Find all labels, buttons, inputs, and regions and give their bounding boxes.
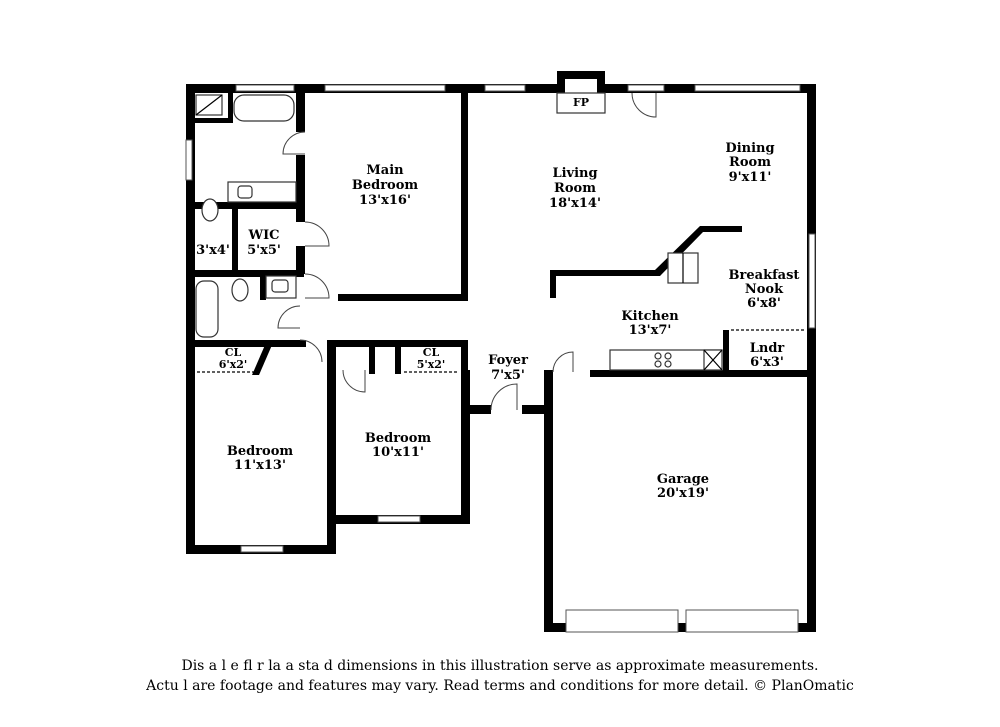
closet-left-dims: 6'x2' (219, 358, 248, 371)
dining-room-dims: 9'x11' (729, 170, 772, 185)
disclaimer-line-1: Dis a l e fl r la a sta d dimensions in … (181, 658, 819, 674)
fireplace-label: FP (573, 96, 589, 109)
living-room-dims: 18'x14' (549, 196, 601, 211)
interior-walls (186, 84, 816, 377)
wic-dims: 5'x5' (247, 243, 281, 258)
closet-left-name: CL (225, 346, 242, 359)
closet-mid-name: CL (423, 346, 440, 359)
room-labels: Main Bedroom 13'x16' Living Room 18'x14'… (196, 96, 799, 501)
bathtub-hall (195, 280, 219, 338)
dining-room-name-1: Dining (725, 141, 774, 156)
bedroom-3-name: Bedroom (365, 431, 432, 446)
garage-dims: 20'x19' (657, 486, 709, 501)
garage-name: Garage (657, 472, 709, 487)
dining-room-name-2: Room (729, 155, 771, 170)
kitchen-name: Kitchen (621, 309, 679, 324)
bedroom-3-dims: 10'x11' (372, 445, 424, 460)
breakfast-nook-dims: 6'x8' (747, 296, 781, 311)
wic-name: WIC (247, 228, 279, 243)
living-room-name-2: Room (554, 181, 596, 196)
fireplace-hearth (556, 92, 606, 114)
breakfast-nook-name-1: Breakfast (729, 268, 800, 283)
toilet-main (201, 198, 219, 222)
windows (185, 84, 816, 633)
breakfast-nook-name-2: Nook (745, 282, 784, 297)
fixtures (195, 92, 723, 371)
main-bedroom-name-2: Bedroom (352, 178, 419, 193)
closet-mid-dims: 5'x2' (417, 358, 446, 371)
foyer-dims: 7'x5' (491, 368, 525, 383)
foyer-name: Foyer (488, 353, 528, 368)
kitchen-dims: 13'x7' (629, 323, 672, 338)
laundry-dims: 6'x3' (750, 355, 784, 370)
bedroom-2-dims: 11'x13' (234, 458, 286, 473)
main-bedroom-dims: 13'x16' (359, 193, 411, 208)
doors (197, 92, 805, 411)
bathtub-main (233, 94, 295, 122)
laundry-name: Lndr (750, 341, 785, 356)
main-bedroom-name-1: Main (366, 163, 404, 178)
disclaimer-line-2: Actu l are footage and features may vary… (146, 678, 854, 694)
closet-small-dims: 3'x4' (196, 243, 230, 258)
bedroom-2-name: Bedroom (227, 444, 294, 459)
living-room-name-1: Living (552, 166, 597, 181)
toilet-hall (231, 278, 249, 302)
